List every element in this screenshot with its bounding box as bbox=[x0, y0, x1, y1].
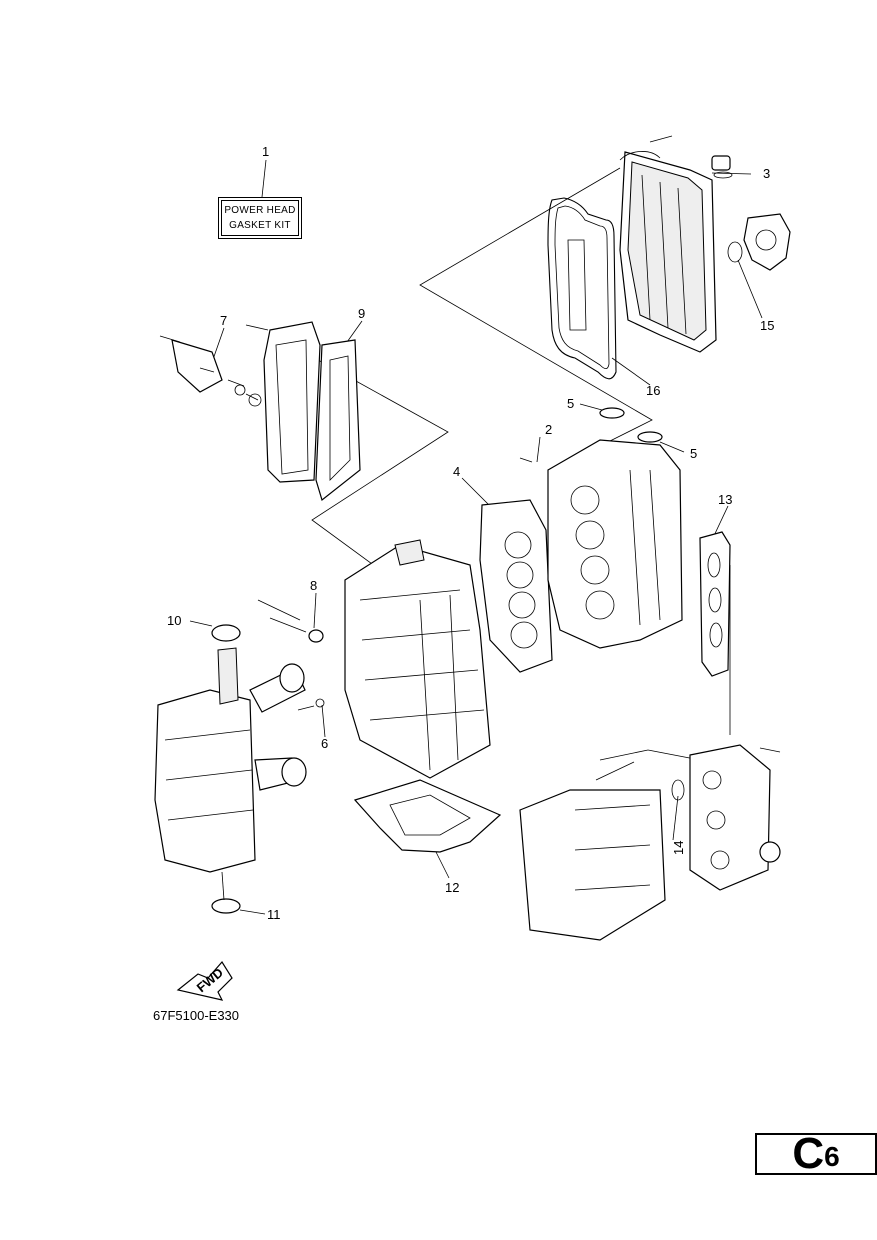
cylinder-block bbox=[257, 539, 491, 779]
page-number: 6 bbox=[824, 1141, 840, 1172]
callout-16: 16 bbox=[646, 383, 660, 398]
callout-6: 6 bbox=[321, 736, 328, 751]
cylinder-head bbox=[519, 407, 683, 649]
crankcase bbox=[154, 624, 307, 914]
figure-code: 67F5100-E330 bbox=[153, 1008, 240, 1023]
intake-silencer bbox=[519, 744, 781, 941]
cylinder-head-cover bbox=[619, 135, 733, 353]
intake-manifold-gasket bbox=[699, 531, 731, 677]
callout-1: 1 bbox=[262, 144, 269, 159]
page-letter: C bbox=[792, 1129, 825, 1178]
page-reference-box: C 6 bbox=[755, 1129, 877, 1178]
gasket-kit-label-box: POWER HEAD GASKET KIT bbox=[218, 197, 302, 239]
callout-14: 14 bbox=[671, 841, 686, 855]
gasket-kit-label-inner: POWER HEAD GASKET KIT bbox=[221, 200, 299, 236]
callout-13: 13 bbox=[718, 492, 732, 507]
callout-5a: 5 bbox=[567, 396, 574, 411]
forward-direction-arrow bbox=[176, 960, 233, 1001]
callout-10: 10 bbox=[167, 613, 181, 628]
callout-2: 2 bbox=[545, 422, 552, 437]
callout-15: 15 bbox=[760, 318, 774, 333]
callout-3: 3 bbox=[763, 166, 770, 181]
callout-9: 9 bbox=[358, 306, 365, 321]
callout-4: 4 bbox=[453, 464, 460, 479]
callout-8: 8 bbox=[310, 578, 317, 593]
base-gasket bbox=[353, 779, 502, 853]
callout-5b: 5 bbox=[690, 446, 697, 461]
callout-12: 12 bbox=[445, 880, 459, 895]
head-cover-gasket bbox=[547, 197, 617, 380]
callout-7: 7 bbox=[220, 313, 227, 328]
fuel-pump-assembly bbox=[727, 213, 791, 271]
callout-numbers: 1 2 3 4 5 5 6 7 8 9 10 11 12 13 14 15 16 bbox=[167, 144, 774, 922]
callout-11: 11 bbox=[267, 907, 281, 922]
cylinder-head-gasket bbox=[479, 499, 553, 673]
exhaust-cover bbox=[159, 321, 361, 502]
kit-label-line2: GASKET KIT bbox=[229, 220, 291, 231]
kit-label-line1: POWER HEAD bbox=[224, 205, 296, 216]
